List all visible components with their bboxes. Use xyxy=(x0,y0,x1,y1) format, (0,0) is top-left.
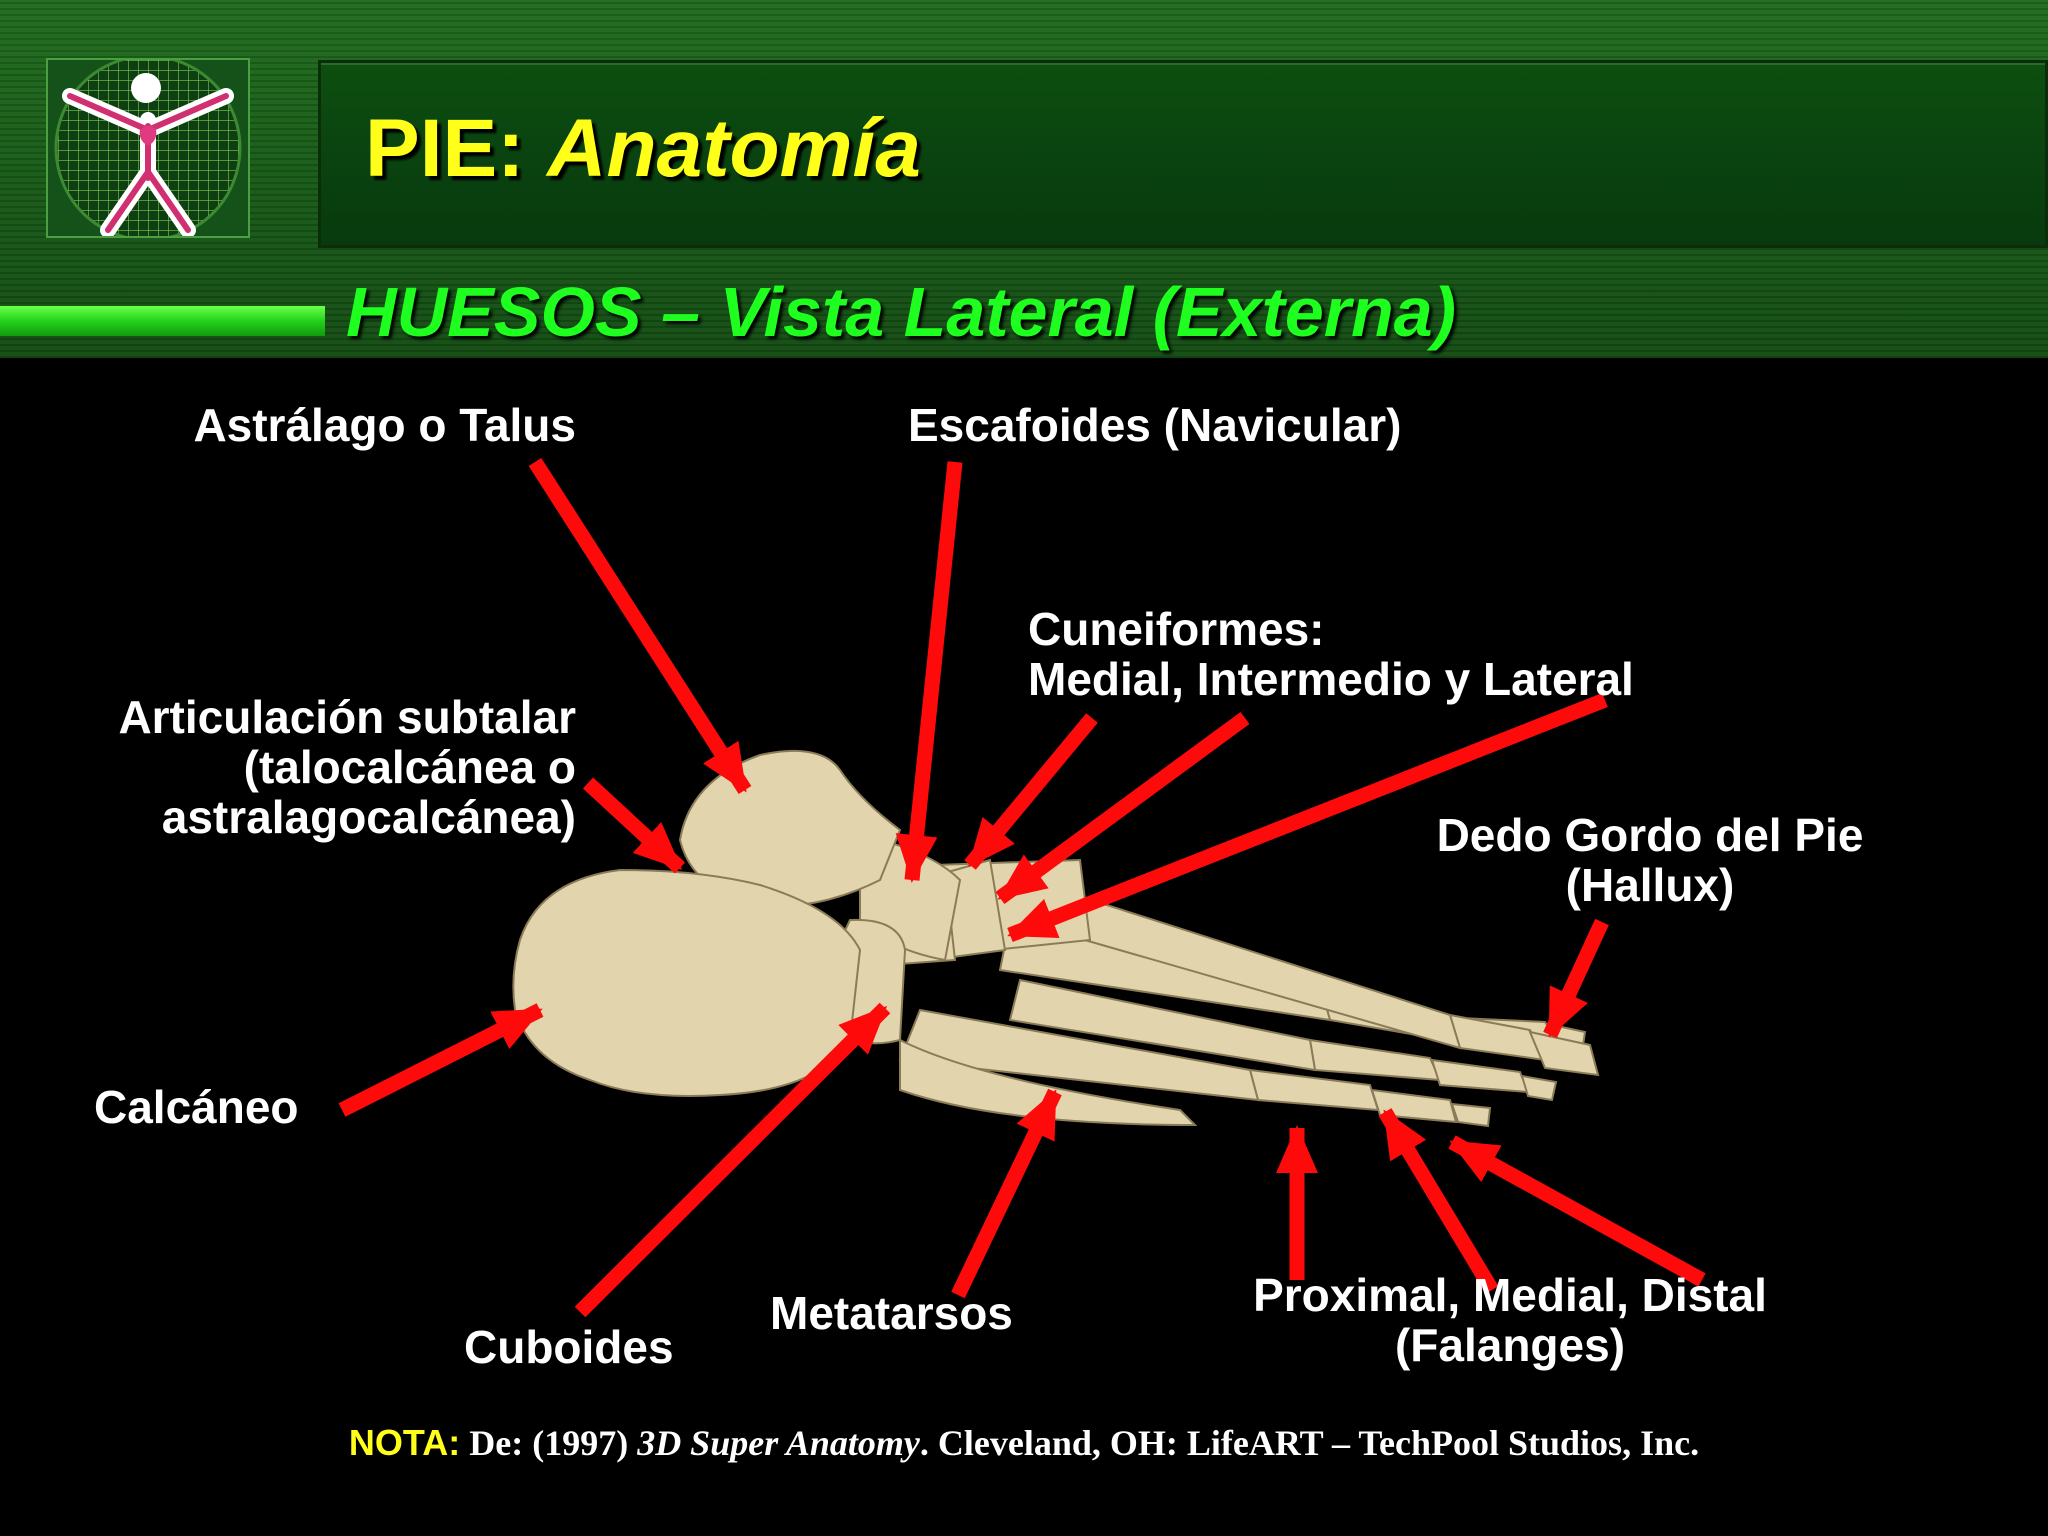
label-navicular: Escafoides (Navicular) xyxy=(908,399,1402,451)
label-hallux: Dedo Gordo del Pie (Hallux) xyxy=(1400,810,1900,910)
arrow-calcaneus xyxy=(338,1003,544,1117)
label-subtalar-line1: Articulación subtalar xyxy=(118,691,576,743)
citation-text-after: . Cleveland, OH: LifeART – TechPool Stud… xyxy=(919,1423,1700,1463)
label-phalanges-line1: Proximal, Medial, Distal xyxy=(1253,1269,1767,1321)
label-phalanges: Proximal, Medial, Distal (Falanges) xyxy=(1190,1270,1830,1370)
arrow-cuboid xyxy=(574,1002,891,1318)
title-panel xyxy=(318,60,2048,248)
label-phalanges-line2: (Falanges) xyxy=(1394,1319,1626,1371)
subtitle-accent-bar xyxy=(0,306,325,336)
citation-text-before: De: (1997) xyxy=(460,1423,638,1463)
arrow-subtalar xyxy=(582,777,686,874)
foot-skeleton-illustration xyxy=(512,749,1600,1128)
page-title: PIE: Anatomía xyxy=(365,102,921,196)
arrow-phalanx-medial xyxy=(1378,1108,1499,1294)
arrow-hallux xyxy=(1543,918,1609,1039)
arrow-cuneiform-medial xyxy=(964,713,1098,870)
page-title-prefix: PIE: xyxy=(365,103,525,194)
source-citation: NOTA: De: (1997) 3D Super Anatomy. Cleve… xyxy=(0,1422,2048,1464)
label-calcaneus: Calcáneo xyxy=(94,1081,299,1133)
arrow-phalanx-distal xyxy=(1448,1135,1706,1287)
pointer-arrows xyxy=(338,457,1706,1318)
page-title-italic: Anatomía xyxy=(547,103,921,194)
label-hallux-line1: Dedo Gordo del Pie xyxy=(1436,809,1864,861)
citation-note-label: NOTA: xyxy=(348,1422,461,1463)
arrow-metatarsals xyxy=(951,1088,1062,1299)
label-subtalar-line2: (talocalcánea o xyxy=(243,741,576,793)
arrow-cuneiform-intermediate xyxy=(995,711,1250,905)
label-cuboid: Cuboides xyxy=(464,1321,674,1373)
logo xyxy=(46,54,250,242)
label-metatarsals: Metatarsos xyxy=(770,1287,1013,1339)
citation-book-title: 3D Super Anatomy xyxy=(637,1423,920,1463)
label-hallux-line2: (Hallux) xyxy=(1565,859,1735,911)
arrow-talus xyxy=(528,457,752,795)
label-cuneiforms-line1: Cuneiformes: xyxy=(1028,603,1325,655)
arrow-navicular xyxy=(895,461,963,883)
arrow-cuneiform-lateral xyxy=(1007,693,1608,942)
label-cuneiforms-line2: Medial, Intermedio y Lateral xyxy=(1028,653,1634,705)
label-subtalar-line3: astralagocalcánea) xyxy=(161,791,576,843)
label-subtalar-joint: Articulación subtalar (talocalcánea o as… xyxy=(118,692,576,842)
page-subtitle: HUESOS – Vista Lateral (Externa) xyxy=(346,273,1457,351)
label-talus: Astrálago o Talus xyxy=(193,399,576,451)
label-cuneiforms: Cuneiformes: Medial, Intermedio y Latera… xyxy=(1028,604,1634,704)
